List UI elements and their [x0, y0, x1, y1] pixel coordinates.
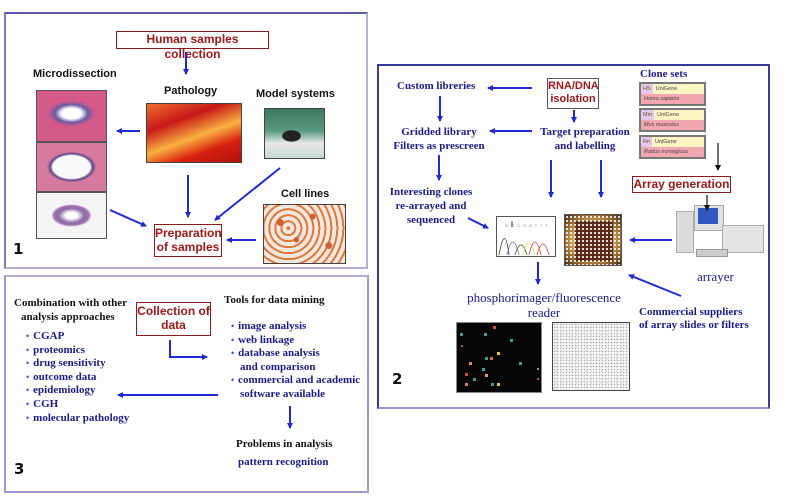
- isolation-line1: RNA/DNA: [548, 80, 599, 92]
- gridded-library-label: Gridded library Filters as prescreen: [393, 126, 485, 154]
- clone-db: UniGene: [655, 86, 678, 92]
- cell-lines-label: Cell lines: [281, 188, 330, 200]
- tool-item: web linkage: [231, 334, 360, 348]
- target-preparation-label: Target preparation and labelling: [538, 126, 632, 154]
- sequencing-trace-curves: [498, 221, 550, 256]
- target-line1: Target preparation: [540, 126, 630, 138]
- collection-of-data-box: Collection of data: [136, 302, 211, 336]
- microdissection-label: Microdissection: [33, 68, 117, 80]
- microdissection-image-2: [36, 142, 107, 192]
- suppliers-line2: of array slides or filters: [639, 319, 749, 331]
- combination-label: Combination with other analysis approach…: [14, 296, 127, 324]
- target-line2: and labelling: [554, 139, 616, 152]
- approach-item: CGH: [26, 398, 129, 412]
- phosphorimager-reader-label: phosphorimager/fluorescence reader: [459, 290, 629, 320]
- pathology-image: [146, 103, 242, 163]
- clone-db: UniGene: [657, 112, 679, 118]
- microdissection-image-1: [36, 90, 107, 142]
- sequence-letters: G C C G A T T T: [505, 223, 549, 228]
- panel-number-3: 3: [14, 460, 25, 478]
- collection-line1: Collection of: [137, 304, 210, 318]
- problems-item: pattern recognition: [238, 456, 329, 468]
- clone-species: Mus musculus: [641, 120, 704, 130]
- model-systems-label: Model systems: [256, 88, 335, 100]
- combination-line1: Combination with other: [14, 297, 128, 309]
- filter-scan-image: [552, 322, 630, 391]
- combination-line2: analysis approaches: [21, 311, 115, 323]
- interesting-line3: sequenced: [406, 213, 456, 226]
- fluorescence-spots: [460, 326, 539, 386]
- microdissection-image-3: [36, 192, 107, 239]
- fluorescence-scan-image: [456, 322, 542, 393]
- approach-item: CGAP: [26, 330, 129, 344]
- tools-list: image analysis web linkage database anal…: [231, 320, 360, 402]
- commercial-suppliers-label: Commercial suppliers of array slides or …: [639, 306, 749, 332]
- approach-item: epidemiology: [26, 384, 129, 398]
- tool-item: image analysis: [231, 320, 360, 334]
- analysis-approaches-list: CGAP proteomics drug sensitivity outcome…: [26, 330, 129, 425]
- clone-species: Homo sapiens: [641, 94, 704, 104]
- preparation-line1: Preparation: [155, 226, 222, 240]
- approach-item: molecular pathology: [26, 412, 129, 426]
- clone-abbr: HS: [641, 84, 653, 94]
- suppliers-line1: Commercial suppliers: [639, 306, 743, 318]
- reader-line1: phosphorimager/fluorescence: [467, 290, 621, 305]
- interesting-line2: re-arrayed and: [395, 199, 467, 212]
- problems-title: Problems in analysis: [236, 438, 333, 450]
- sequencing-trace-image: G C C G A T T T: [496, 216, 556, 257]
- model-systems-image: [264, 108, 325, 159]
- isolation-line2: isolation: [550, 93, 596, 105]
- preparation-of-samples-box: Preparation of samples: [154, 224, 222, 257]
- approach-item: proteomics: [26, 344, 129, 358]
- cell-lines-image: [263, 204, 346, 264]
- reader-line2: reader: [527, 305, 561, 320]
- clone-db: UniGene: [655, 139, 677, 145]
- interesting-clones-label: Interesting clones re-arrayed and sequen…: [386, 186, 476, 227]
- clone-abbr: Rn: [641, 137, 653, 147]
- pathology-label: Pathology: [164, 85, 218, 97]
- arrayer-computer-image: [676, 205, 764, 257]
- clone-species: Rattus norvegicus: [641, 147, 704, 157]
- gridded-line2: Filters as prescreen: [393, 139, 485, 152]
- custom-libraries-label: Custom libreries: [397, 80, 476, 92]
- human-samples-collection-box: Human samples collection: [116, 31, 269, 61]
- panel-number-2: 2: [392, 370, 403, 388]
- rna-dna-isolation-box: RNA/DNA isolation: [547, 78, 599, 109]
- clone-sets-label: Clone sets: [640, 68, 688, 80]
- interesting-line1: Interesting clones: [389, 186, 473, 198]
- preparation-line2: of samples: [156, 240, 220, 254]
- tools-title: Tools for data mining: [224, 294, 325, 306]
- approach-item: drug sensitivity: [26, 357, 129, 371]
- microarray-image: [564, 214, 622, 266]
- panel-number-1: 1: [13, 240, 24, 258]
- approach-item: outcome data: [26, 371, 129, 385]
- gridded-line1: Gridded library: [401, 126, 477, 138]
- clone-abbr: Mm: [641, 110, 655, 120]
- arrayer-label: arrayer: [697, 269, 734, 284]
- array-generation-box: Array generation: [632, 176, 731, 193]
- collection-line2: data: [161, 318, 186, 332]
